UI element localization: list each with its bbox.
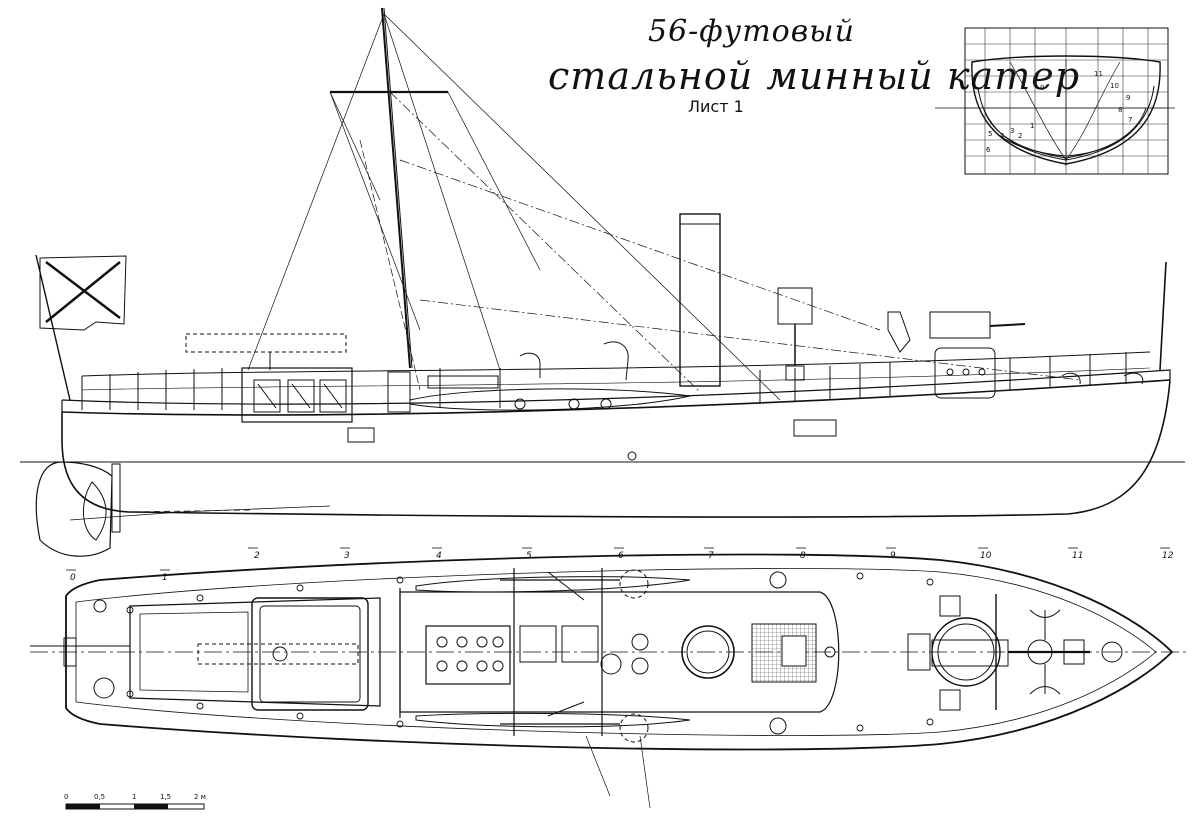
svg-text:5: 5 <box>988 130 992 138</box>
scale-tick: 0 <box>64 793 68 801</box>
svg-text:7: 7 <box>1128 116 1132 124</box>
station-label: 8 <box>800 551 806 561</box>
station-label: 1 <box>162 573 168 583</box>
scale-tick: 0,5 <box>94 793 105 801</box>
side-elevation <box>20 7 1185 557</box>
station-label: 2 <box>254 551 260 561</box>
station-label: 5 <box>526 551 532 561</box>
svg-text:0: 0 <box>1040 84 1044 92</box>
station-label: 0 <box>70 573 76 583</box>
station-numbers: 0 1 2 3 4 5 6 7 8 9 10 11 12 <box>70 551 1174 583</box>
station-marks <box>66 547 1170 571</box>
scale-tick: 2 м <box>194 793 206 801</box>
svg-text:4: 4 <box>1000 132 1005 140</box>
station-label: 4 <box>436 551 442 561</box>
scale-tick: 1,5 <box>160 793 171 801</box>
station-label: 11 <box>1072 551 1083 561</box>
title-line-1: 56-футовый <box>648 14 855 49</box>
station-label: 6 <box>618 551 624 561</box>
svg-text:1: 1 <box>1030 122 1034 130</box>
scale-bar: 0 0,5 1 1,5 2 м <box>64 793 206 810</box>
svg-text:2: 2 <box>1018 132 1022 140</box>
svg-text:11: 11 <box>1094 70 1103 78</box>
scale-tick: 1 <box>132 793 136 801</box>
station-label: 7 <box>708 551 714 561</box>
station-label: 12 <box>1162 551 1174 561</box>
sheet-number: Лист 1 <box>688 97 744 116</box>
svg-text:9: 9 <box>1126 94 1130 102</box>
svg-text:8: 8 <box>1118 106 1122 114</box>
station-label: 9 <box>890 551 896 561</box>
svg-text:10: 10 <box>1110 82 1119 90</box>
station-label: 3 <box>344 551 350 561</box>
plan-view <box>30 553 1190 809</box>
svg-text:3: 3 <box>1010 127 1014 135</box>
svg-text:6: 6 <box>986 146 991 154</box>
station-label: 10 <box>980 551 992 561</box>
